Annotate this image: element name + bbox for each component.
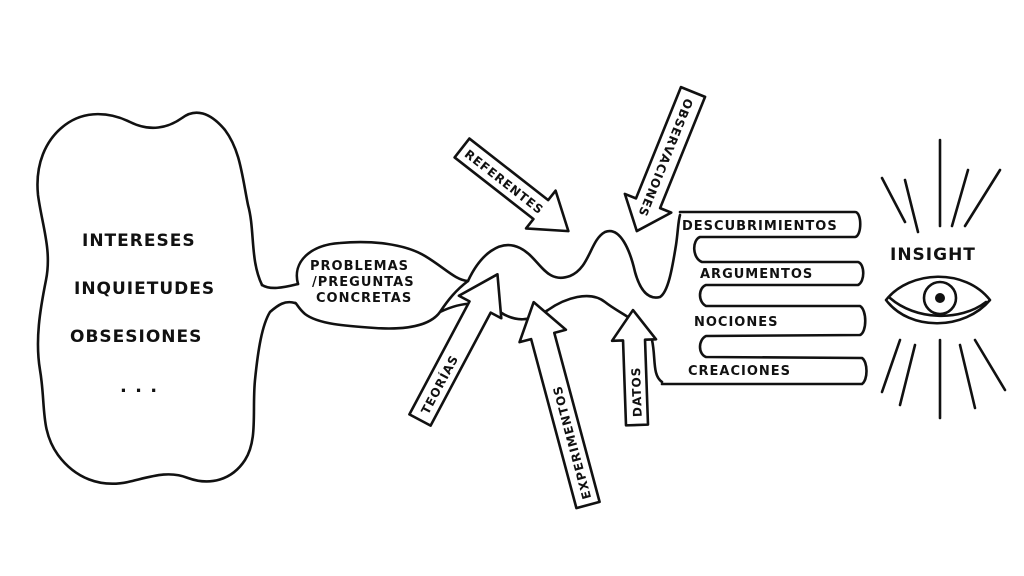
problems-line-1: PROBLEMAS (310, 259, 409, 274)
cloud-item-inquietudes: INQUIETUDES (74, 279, 215, 299)
arrow-experimentos: EXPERIMENTOS (518, 300, 601, 510)
arrow-referentes: REFERENTES (453, 137, 570, 233)
interests-cloud (36, 111, 297, 486)
arrow-observaciones-label: OBSERVACIONES (635, 96, 695, 219)
cloud-item-intereses: INTERESES (82, 231, 196, 251)
cloud-ellipsis: . . . (120, 376, 158, 397)
problems-line-2: /PREGUNTAS (312, 275, 415, 290)
arrow-observaciones: OBSERVACIONES (623, 85, 707, 233)
output-ribbon (660, 210, 868, 386)
problems-line-3: CONCRETAS (316, 291, 412, 306)
output-descubrimientos: DESCUBRIMIENTOS (682, 219, 838, 234)
arrow-datos-label: DATOS (629, 366, 645, 417)
insight-label: INSIGHT (890, 245, 976, 265)
arrow-datos: DATOS (610, 308, 658, 427)
arrow-referentes-label: REFERENTES (462, 147, 547, 217)
eye-icon (884, 275, 992, 325)
output-creaciones: CREACIONES (688, 364, 791, 379)
flow-wave-top (466, 213, 682, 299)
output-argumentos: ARGUMENTOS (700, 267, 813, 282)
output-nociones: NOCIONES (694, 315, 778, 330)
cloud-item-obsesiones: OBSESIONES (70, 327, 202, 347)
problems-blob (293, 240, 470, 330)
insight-rays-icon (880, 138, 1007, 420)
cloud-to-problems-connector-top (260, 282, 300, 290)
